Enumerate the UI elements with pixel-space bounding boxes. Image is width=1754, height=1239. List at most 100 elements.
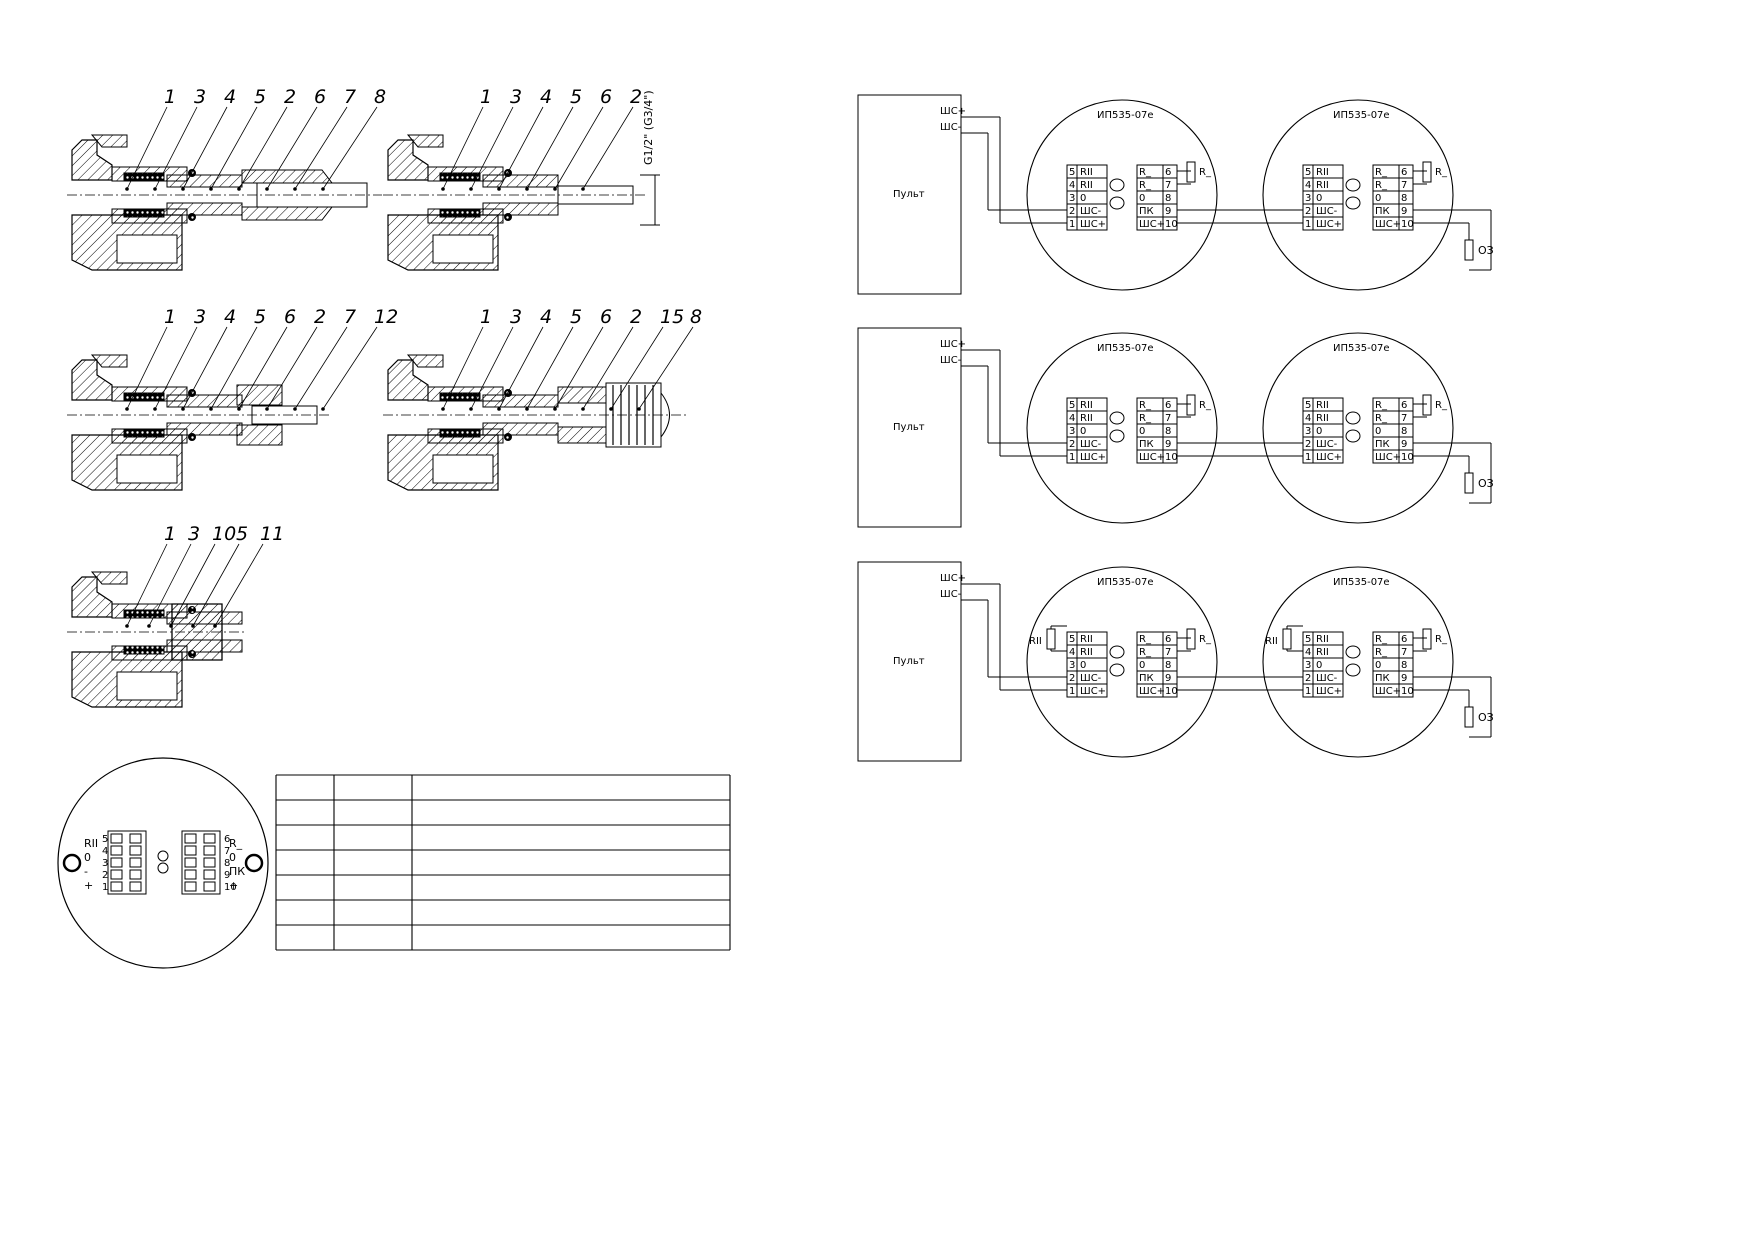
leader-dot <box>525 187 529 191</box>
term-pin: 8 <box>1401 193 1407 204</box>
term-pin: 1 <box>1069 452 1075 463</box>
led <box>1345 196 1361 210</box>
term-pin: 3 <box>1069 660 1075 671</box>
line <box>238 326 288 410</box>
part-number: 4 <box>224 86 236 108</box>
term-pin: 4 <box>1305 413 1311 424</box>
line <box>182 106 228 190</box>
term-name: R_ <box>1139 647 1152 658</box>
term-pin: 8 <box>1401 426 1407 437</box>
end-resistor-box <box>1464 239 1474 261</box>
line <box>182 326 228 410</box>
term-pin: 2 <box>1305 439 1311 450</box>
detector-circle <box>1262 566 1454 758</box>
terminal-cell <box>110 833 123 844</box>
term-pin: 1 <box>1069 219 1075 230</box>
housing-window <box>432 234 494 264</box>
housing-upper <box>71 576 113 618</box>
term-pin: 3 <box>1305 426 1311 437</box>
seal-lower <box>123 208 165 218</box>
term-name: ШС+ <box>1080 686 1106 697</box>
wires-2 <box>961 349 1492 504</box>
leader-dot <box>497 407 501 411</box>
term-name: R_ <box>1375 400 1388 411</box>
resistor-rii <box>1282 628 1292 650</box>
term-name-cell <box>1076 683 1108 698</box>
mount-hole-right <box>244 853 264 873</box>
term-pin: 5 <box>1069 634 1075 645</box>
detector-title: ИП535-07е <box>1333 577 1390 588</box>
leader-dot <box>265 187 269 191</box>
part-number: 1 <box>164 306 176 328</box>
term-name: 0 <box>1375 660 1381 671</box>
term-name: ШС+ <box>1139 219 1165 230</box>
term-pin: 6 <box>1401 634 1407 645</box>
leader-dot <box>321 187 325 191</box>
term-pin: 9 <box>1165 439 1171 450</box>
part-number: 11 <box>260 523 284 545</box>
led <box>1109 411 1125 425</box>
term-name: ШС- <box>1316 673 1338 684</box>
resistor-rii <box>1046 628 1056 650</box>
part-number: 1 <box>480 86 492 108</box>
line <box>526 326 574 410</box>
housing-upper <box>387 139 429 181</box>
pin-number: 7 <box>224 846 230 857</box>
leader-dot <box>441 187 445 191</box>
console-box <box>857 94 962 295</box>
cable <box>256 182 368 208</box>
led <box>1109 196 1125 210</box>
led <box>1109 429 1125 443</box>
console-box <box>857 327 962 528</box>
part-number: 3 <box>194 86 206 108</box>
leader-dot <box>265 407 269 411</box>
term-name: ШС- <box>1080 673 1102 684</box>
term-name: ШС+ <box>1316 219 1342 230</box>
term-pin: 10 <box>1165 219 1178 230</box>
leader-dot <box>637 407 641 411</box>
leader-dot <box>209 407 213 411</box>
front-left-label: - <box>84 865 88 878</box>
end-resistor-label: ОЗ <box>1478 477 1494 490</box>
housing-window <box>116 671 178 701</box>
term-pin: 2 <box>1305 673 1311 684</box>
resistor-r-label: R_ <box>1435 400 1448 411</box>
line <box>526 106 574 190</box>
pin-number: 8 <box>224 858 230 869</box>
term-name-cell <box>1076 449 1108 464</box>
term-pin: 4 <box>1069 413 1075 424</box>
line <box>322 106 378 190</box>
term-pin: 10 <box>1165 686 1178 697</box>
thread-dimension: G1/2" (G3/4") <box>640 90 660 226</box>
sleeve-lower <box>241 206 334 221</box>
term-pin: 3 <box>1069 193 1075 204</box>
leader-dot <box>213 624 217 628</box>
term-name: R_ <box>1375 180 1388 191</box>
term-name: R_ <box>1375 413 1388 424</box>
term-pin: 7 <box>1165 413 1171 424</box>
part-number: 6 <box>600 86 612 108</box>
end-resistor-box <box>1464 706 1474 728</box>
pin-number: 10 <box>224 882 237 893</box>
cap <box>90 354 128 368</box>
term-pin: 6 <box>1165 634 1171 645</box>
leader-dot <box>469 407 473 411</box>
part-number: 12 <box>374 306 398 328</box>
part-number: 4 <box>224 306 236 328</box>
term-pin: 7 <box>1401 647 1407 658</box>
fitting-upper <box>166 394 243 408</box>
part-number: 3 <box>194 306 206 328</box>
term-name: ШС+ <box>1139 452 1165 463</box>
part-number: 3 <box>510 306 522 328</box>
term-pin: 7 <box>1165 647 1171 658</box>
term-name: R_ <box>1139 167 1152 178</box>
line <box>294 106 348 190</box>
led <box>1345 645 1361 659</box>
term-pin: 4 <box>1305 180 1311 191</box>
part-number: 6 <box>284 306 296 328</box>
detector-circle <box>1026 566 1218 758</box>
